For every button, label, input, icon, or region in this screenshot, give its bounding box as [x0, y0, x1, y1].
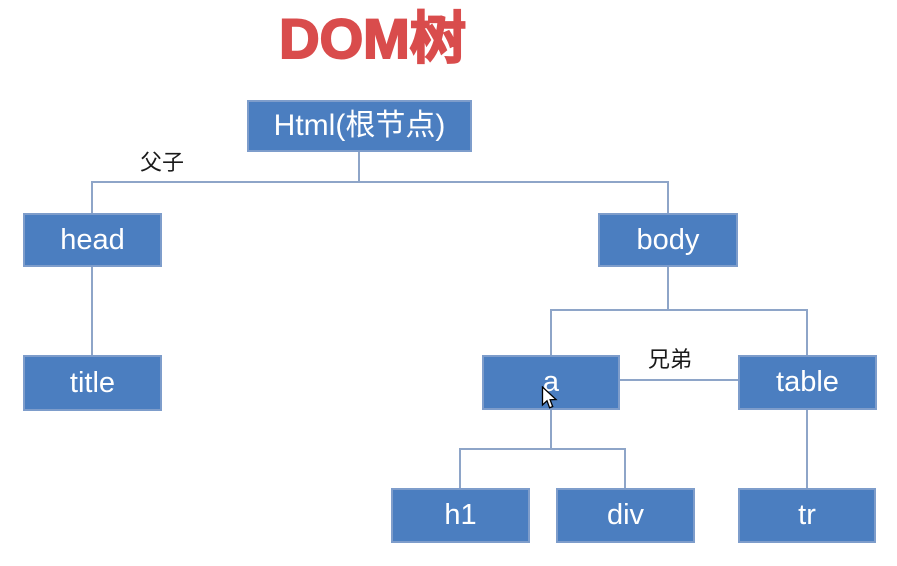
- edge-label-sibling: 兄弟: [648, 348, 693, 373]
- node-tr-label: tr: [798, 499, 816, 531]
- edge-label-parent-child: 父子: [140, 151, 185, 176]
- node-table-label: table: [776, 366, 839, 398]
- node-body: body: [598, 213, 738, 267]
- connector-body-down: [667, 267, 669, 311]
- connector-head-drop: [91, 181, 93, 213]
- connector-body-drop: [667, 181, 669, 213]
- node-tr: tr: [738, 488, 876, 543]
- connector-html-down: [358, 152, 360, 182]
- connector-sibling-a-table: [620, 379, 738, 381]
- node-table: table: [738, 355, 877, 410]
- node-html-root-label: Html(根节点): [273, 109, 446, 142]
- node-html-root: Html(根节点): [247, 100, 472, 152]
- connector-level2-horizontal: [550, 309, 808, 311]
- node-h1: h1: [391, 488, 530, 543]
- connector-level1-horizontal: [91, 181, 669, 183]
- mouse-cursor-icon: [541, 385, 558, 416]
- connector-table-drop: [806, 309, 808, 355]
- node-h1-label: h1: [444, 499, 477, 531]
- connector-table-tr: [806, 410, 808, 488]
- node-div: div: [556, 488, 695, 543]
- connector-h1-drop: [459, 448, 461, 488]
- connector-a-down: [550, 410, 552, 450]
- connector-a-drop: [550, 309, 552, 355]
- page-title: DOM树: [278, 6, 467, 71]
- node-title-label: title: [69, 366, 116, 399]
- node-title: title: [23, 355, 162, 411]
- node-head-label: head: [60, 223, 125, 256]
- connector-head-title: [91, 267, 93, 355]
- connector-level3-horizontal: [459, 448, 626, 450]
- node-div-label: div: [606, 499, 645, 531]
- node-head: head: [23, 213, 162, 267]
- connector-div-drop: [624, 448, 626, 488]
- node-a-label: a: [542, 366, 560, 398]
- node-body-label: body: [636, 223, 700, 256]
